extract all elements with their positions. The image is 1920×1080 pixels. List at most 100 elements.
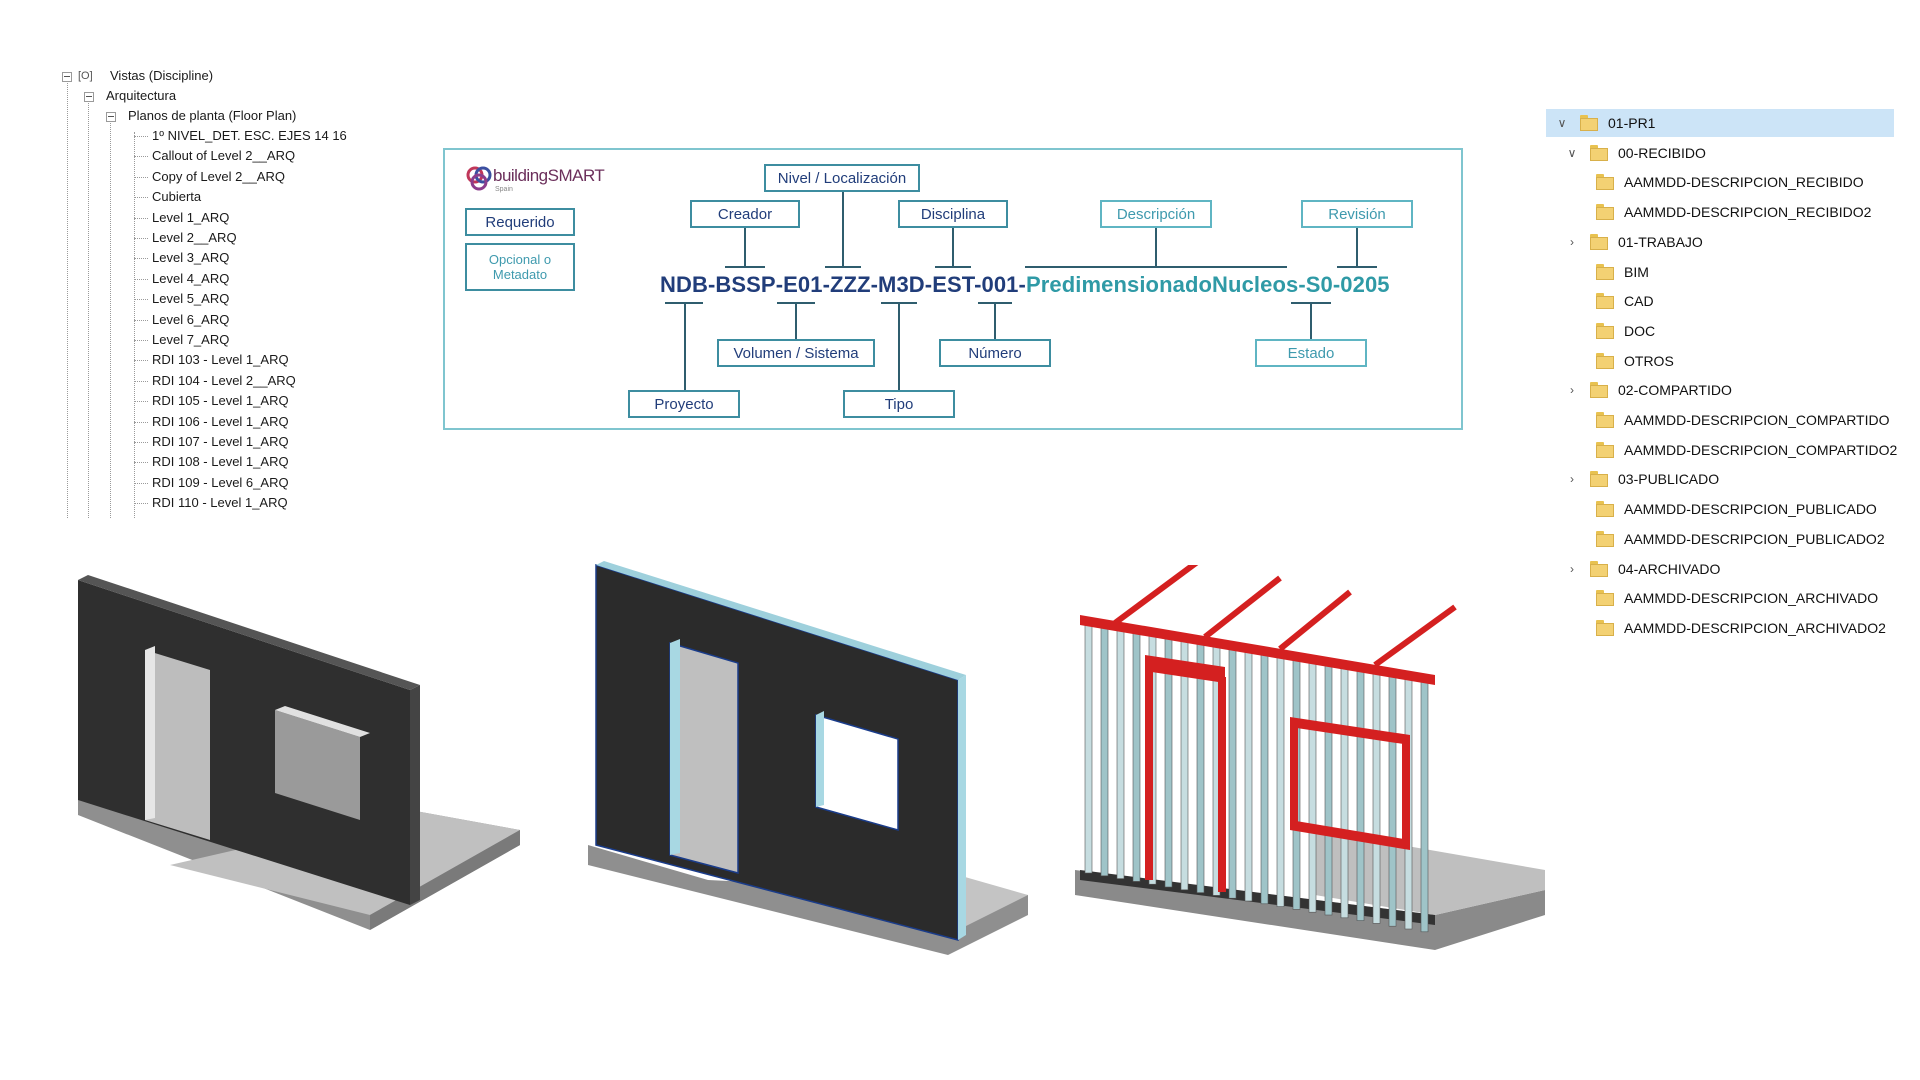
- connector: [825, 266, 861, 268]
- collapse-icon[interactable]: [106, 112, 116, 122]
- tree-connector: [134, 360, 148, 362]
- top-track: [1080, 615, 1435, 685]
- roof-joist: [1203, 575, 1282, 640]
- steel-frame-wall-render: [1075, 565, 1545, 950]
- folder-row[interactable]: AAMMDD-DESCRIPCION_COMPARTIDO: [1546, 406, 1894, 434]
- folder-icon: [1596, 412, 1614, 428]
- folder-icon: [1596, 590, 1614, 607]
- connector: [725, 266, 765, 268]
- folder-row[interactable]: OTROS: [1546, 347, 1894, 375]
- connector: [777, 302, 815, 304]
- folder-label: 02-COMPARTIDO: [1618, 382, 1732, 399]
- label-revision: Revisión: [1301, 200, 1413, 228]
- folder-icon: [1590, 144, 1608, 161]
- steel-stud: [1356, 670, 1365, 921]
- folder-icon: [1596, 530, 1614, 547]
- tree-view-label: Level 3_ARQ: [152, 250, 230, 266]
- folder-icon: [1580, 115, 1598, 131]
- connector: [881, 302, 917, 304]
- tree-view-label: Copy of Level 2__ARQ: [152, 168, 285, 184]
- chevron-down-icon[interactable]: ∨: [1557, 116, 1567, 130]
- folder-row[interactable]: BIM: [1546, 258, 1894, 286]
- folder-row[interactable]: › 02-COMPARTIDO: [1546, 376, 1894, 404]
- steel-stud: [1340, 667, 1349, 919]
- tree-label: Vistas (Discipline): [110, 68, 214, 83]
- folder-label: 01-TRABAJO: [1618, 233, 1703, 250]
- folder-row[interactable]: AAMMDD-DESCRIPCION_PUBLICADO2: [1546, 525, 1894, 553]
- folder-label: OTROS: [1624, 352, 1674, 369]
- folder-label: AAMMDD-DESCRIPCION_COMPARTIDO2: [1624, 441, 1898, 458]
- folder-icon: [1590, 560, 1608, 577]
- folder-row[interactable]: AAMMDD-DESCRIPCION_RECIBIDO2: [1546, 198, 1894, 226]
- tree-connector: [134, 442, 148, 443]
- folder-label: DOC: [1624, 322, 1656, 339]
- folder-row[interactable]: CAD: [1546, 287, 1894, 315]
- tree-view-label: RDI 103 - Level 1_ARQ: [152, 352, 289, 368]
- folder-row[interactable]: ›04-ARCHIVADO: [1546, 555, 1894, 583]
- folder-row[interactable]: › 01-TRABAJO: [1546, 228, 1894, 256]
- folder-label: 01-PR1: [1608, 115, 1656, 131]
- folder-icon: [1596, 322, 1614, 339]
- folder-row[interactable]: AAMMDD-DESCRIPCION_COMPARTIDO2: [1546, 436, 1898, 464]
- connector: [1337, 266, 1377, 268]
- folder-row[interactable]: ∨ 01-PR1: [1546, 109, 1894, 137]
- folder-row[interactable]: AAMMDD-DESCRIPCION_PUBLICADO: [1546, 495, 1894, 523]
- folder-row[interactable]: DOC: [1546, 317, 1894, 345]
- tree-view-label: RDI 110 - Level 1_ARQ: [152, 495, 288, 511]
- steel-stud: [1388, 675, 1397, 927]
- folder-label: 03-PUBLICADO: [1618, 471, 1720, 488]
- tree-view-label: RDI 105 - Level 1_ARQ: [152, 393, 289, 409]
- floor-slab-side: [370, 830, 520, 930]
- folder-label: AAMMDD-DESCRIPCION_PUBLICADO2: [1624, 530, 1885, 547]
- label-nivel-localizacion: Nivel / Localización: [764, 164, 920, 192]
- legend-optional: Opcional o Metadato: [465, 243, 575, 291]
- tree-connector: [134, 380, 148, 382]
- tree-connector: [134, 136, 148, 137]
- connector: [665, 302, 703, 304]
- folder-row[interactable]: AAMMDD-DESCRIPCION_ARCHIVADO: [1546, 584, 1894, 612]
- connector: [1025, 266, 1287, 268]
- steel-stud: [1308, 661, 1317, 913]
- chevron-right-icon[interactable]: ›: [1570, 383, 1574, 398]
- folder-icon: [1596, 293, 1614, 310]
- folder-row[interactable]: ∨00-RECIBIDO: [1546, 139, 1894, 167]
- tree-connector: [134, 197, 148, 199]
- folder-row[interactable]: AAMMDD-DESCRIPCION_RECIBIDO: [1546, 168, 1894, 196]
- folder-row[interactable]: AAMMDD-DESCRIPCION_ARCHIVADO2: [1546, 614, 1894, 642]
- folder-icon: [1596, 352, 1614, 369]
- view-group-icon: [O]: [78, 70, 93, 82]
- folder-icon: [1596, 619, 1614, 636]
- chevron-right-icon[interactable]: ›: [1570, 234, 1574, 249]
- steel-stud: [1132, 631, 1141, 882]
- folder-icon: [1596, 263, 1614, 280]
- collapse-icon[interactable]: [62, 72, 72, 82]
- chevron-down-icon[interactable]: ∨: [1567, 145, 1577, 160]
- tree-connector: [134, 482, 148, 484]
- concrete-wall-render: [78, 575, 520, 930]
- chevron-right-icon[interactable]: ›: [1570, 472, 1574, 487]
- wall-top-layer: [596, 561, 966, 680]
- window-sill: [1290, 820, 1410, 850]
- chevron-right-icon[interactable]: ›: [1570, 561, 1574, 576]
- code-optional-part: PredimensionadoNucleos-S0-0205: [1025, 272, 1390, 297]
- folder-row[interactable]: › 03-PUBLICADO: [1546, 465, 1894, 493]
- tree-connector: [134, 238, 148, 239]
- tree-label: Arquitectura: [106, 88, 177, 103]
- door-jamb-left: [1145, 665, 1153, 880]
- door-jamb-right: [1218, 677, 1226, 892]
- steel-stud: [1372, 673, 1381, 924]
- buildingsmart-logo: buildingSMART Spain: [465, 164, 605, 194]
- window-reveal: [816, 711, 824, 807]
- folder-icon: [1596, 174, 1614, 191]
- collapse-icon[interactable]: [84, 92, 94, 102]
- tree-label: Planos de planta (Floor Plan): [128, 108, 297, 123]
- connector: [1155, 228, 1157, 268]
- tree-connector: [134, 278, 148, 280]
- connector: [952, 228, 954, 268]
- wall-end-layer: [958, 675, 966, 940]
- folder-label: CAD: [1624, 293, 1654, 310]
- tree-view-label: Level 5_ARQ: [152, 291, 230, 307]
- tree-connector: [134, 462, 148, 464]
- tree-guide-line: [110, 118, 111, 518]
- steel-stud: [1116, 628, 1125, 879]
